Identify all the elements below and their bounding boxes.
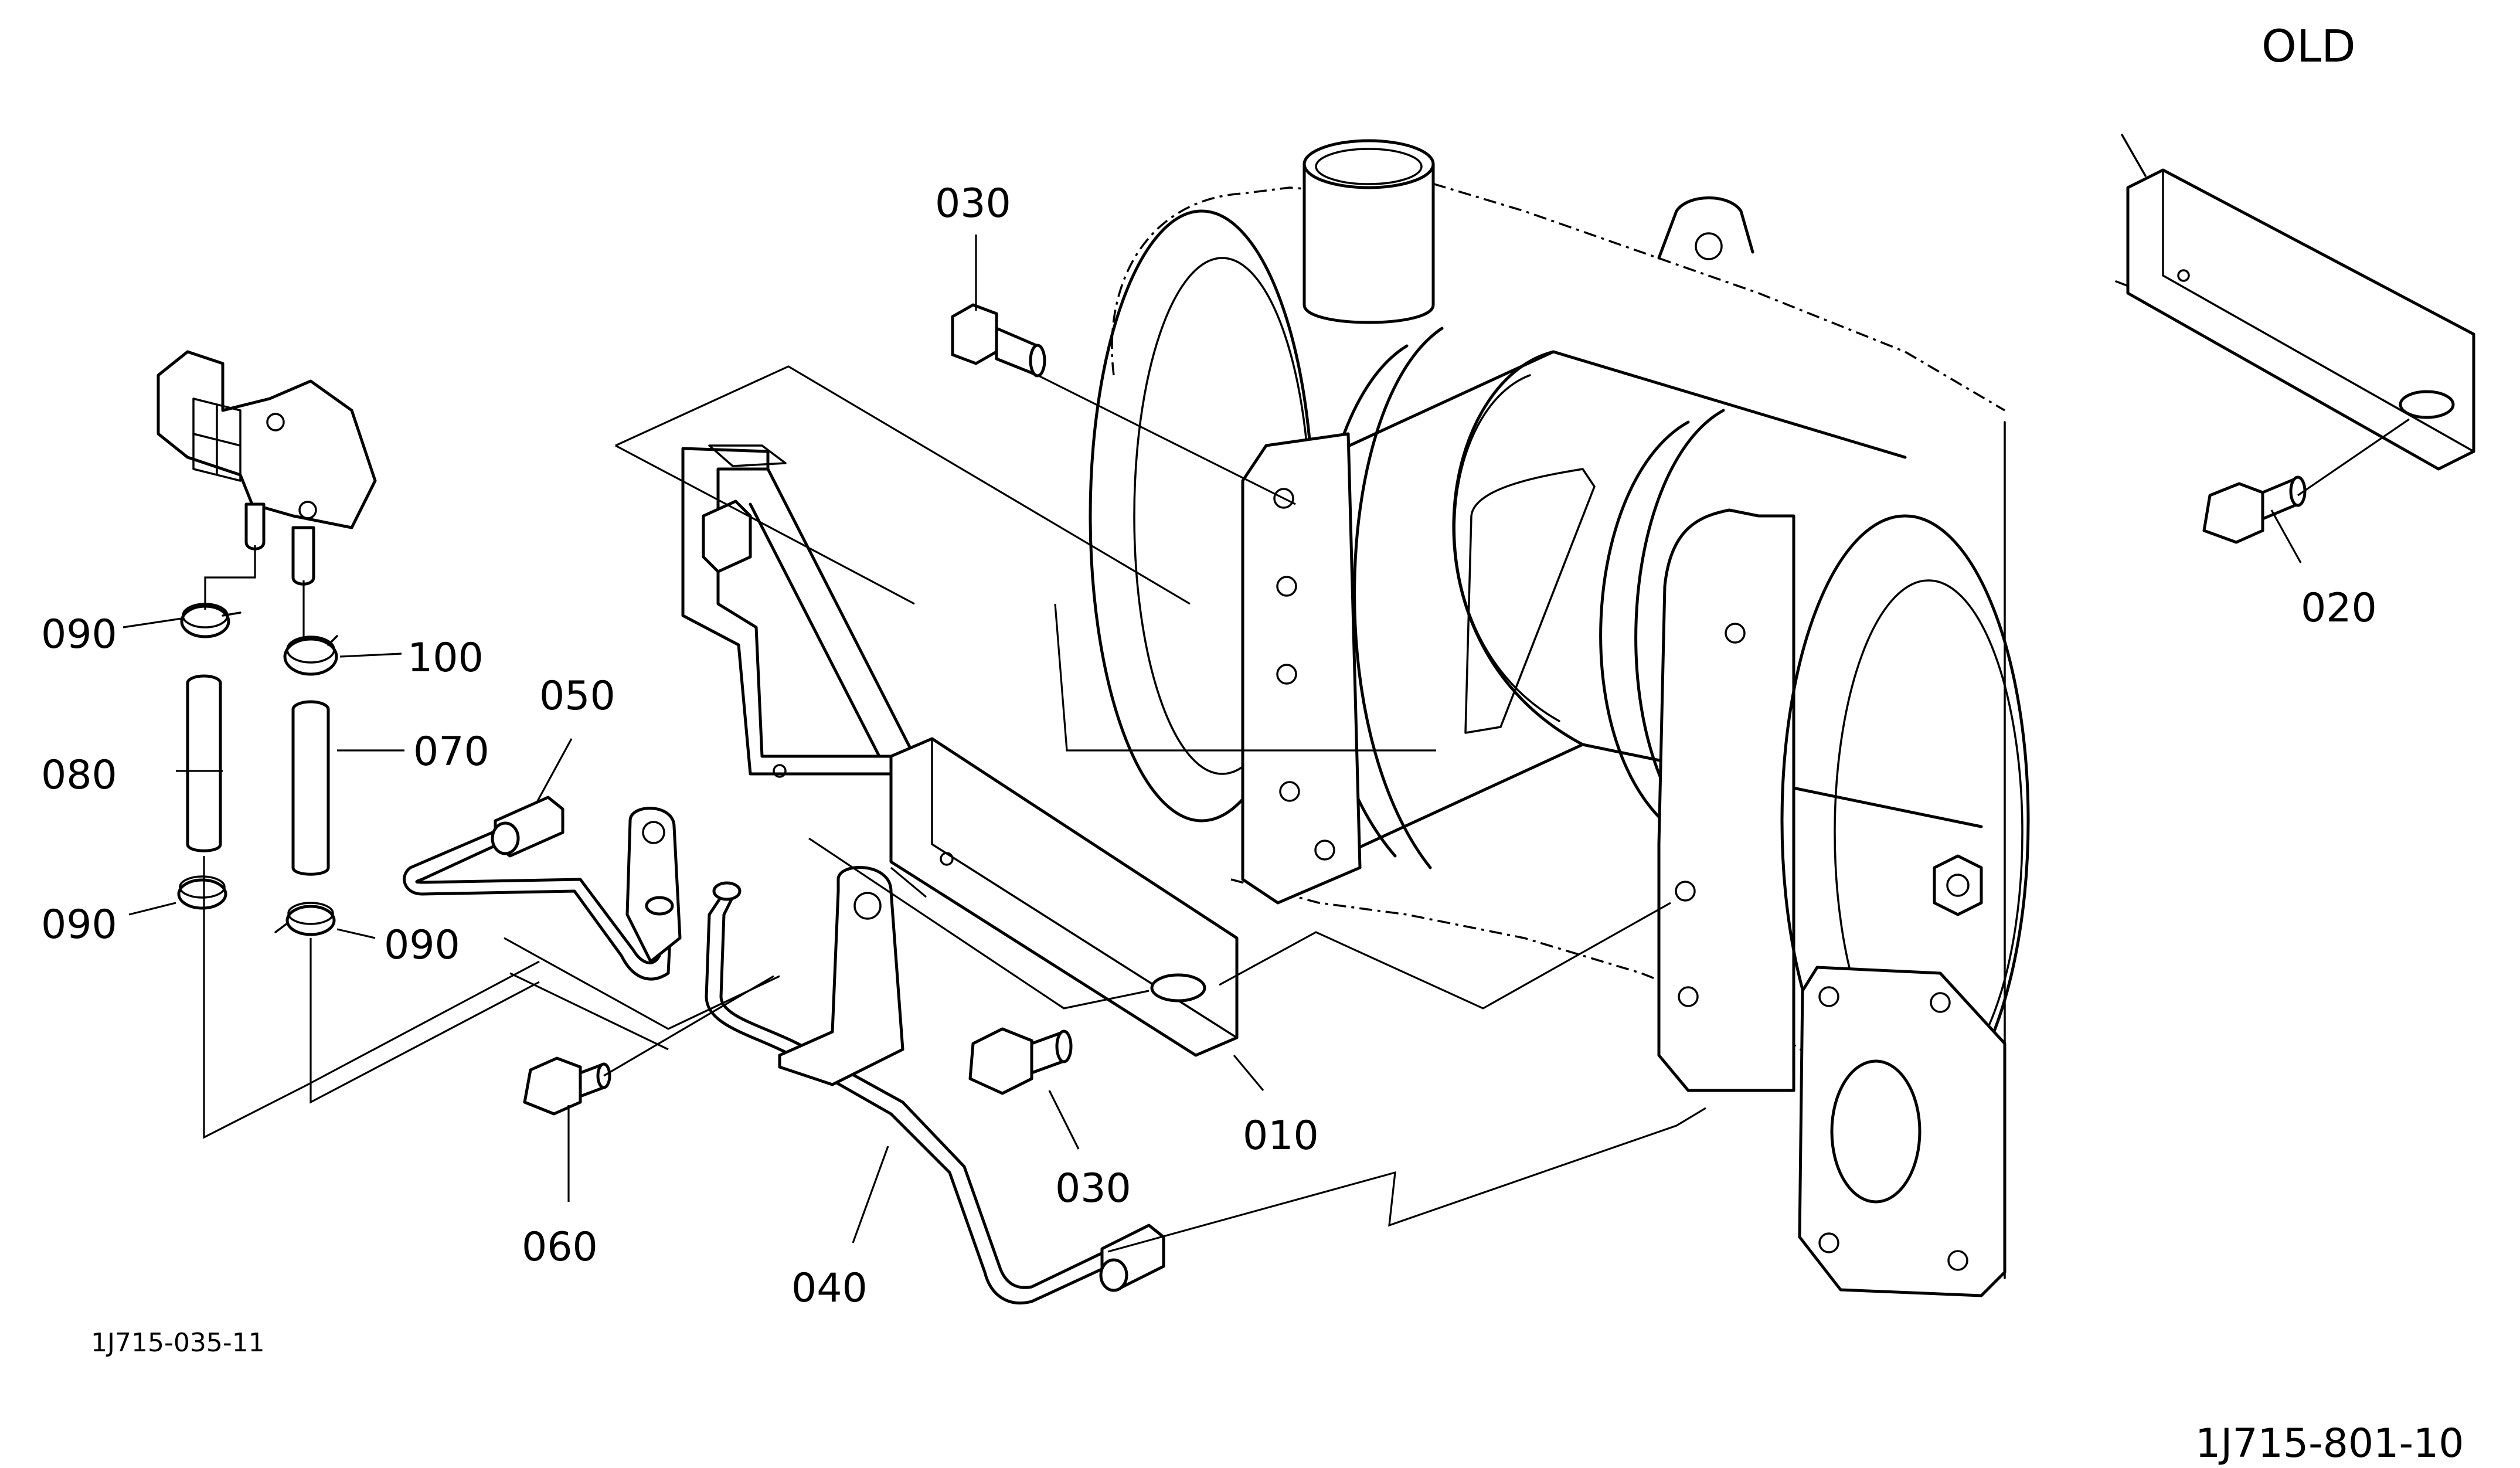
callout-040: 040 (791, 1265, 868, 1311)
hose-070 (291, 700, 330, 876)
old-bracket (2115, 134, 2475, 471)
bolt-020 (2202, 475, 2307, 544)
bolt-060 (523, 1056, 611, 1116)
callout-labels: OLD 030 010 030 050 060 040 090 100 070 … (41, 20, 2464, 1467)
clamp-090-lower-left (177, 875, 227, 910)
callout-100: 100 (407, 635, 484, 681)
pressure-sensor (157, 350, 377, 586)
callout-060: 060 (522, 1224, 598, 1270)
bracket-010 (681, 444, 1239, 1057)
callout-090-lower-left: 090 (41, 902, 117, 948)
callout-030-bottom: 030 (1055, 1165, 1131, 1212)
callout-030-top: 030 (935, 181, 1011, 227)
callout-leaders (123, 235, 2302, 1243)
callout-080: 080 (41, 752, 117, 798)
clamp-090-lower-right (274, 902, 336, 936)
callout-070: 070 (413, 729, 489, 775)
callout-090-lower-right: 090 (384, 922, 460, 969)
hose-080 (186, 674, 222, 852)
pipe-040 (705, 866, 1165, 1305)
clamp-090-upper-left (180, 603, 242, 638)
bolt-030-top (951, 303, 1046, 378)
dpf-muffler-assembly (1089, 139, 2030, 1297)
clamp-100 (283, 635, 338, 676)
assembly-lines (203, 365, 2410, 1253)
old-section-label: OLD (2261, 20, 2356, 72)
callout-010: 010 (1243, 1113, 1319, 1159)
callout-090-upper: 090 (41, 611, 117, 658)
pipe-050 (403, 796, 682, 981)
callout-050: 050 (539, 673, 615, 719)
figure-code-main: 1J715-801-10 (2195, 1421, 2464, 1467)
callout-020: 020 (2301, 585, 2377, 631)
figure-code-inset: 1J715-035-11 (91, 1328, 265, 1358)
bolt-030-bottom (968, 1027, 1073, 1095)
